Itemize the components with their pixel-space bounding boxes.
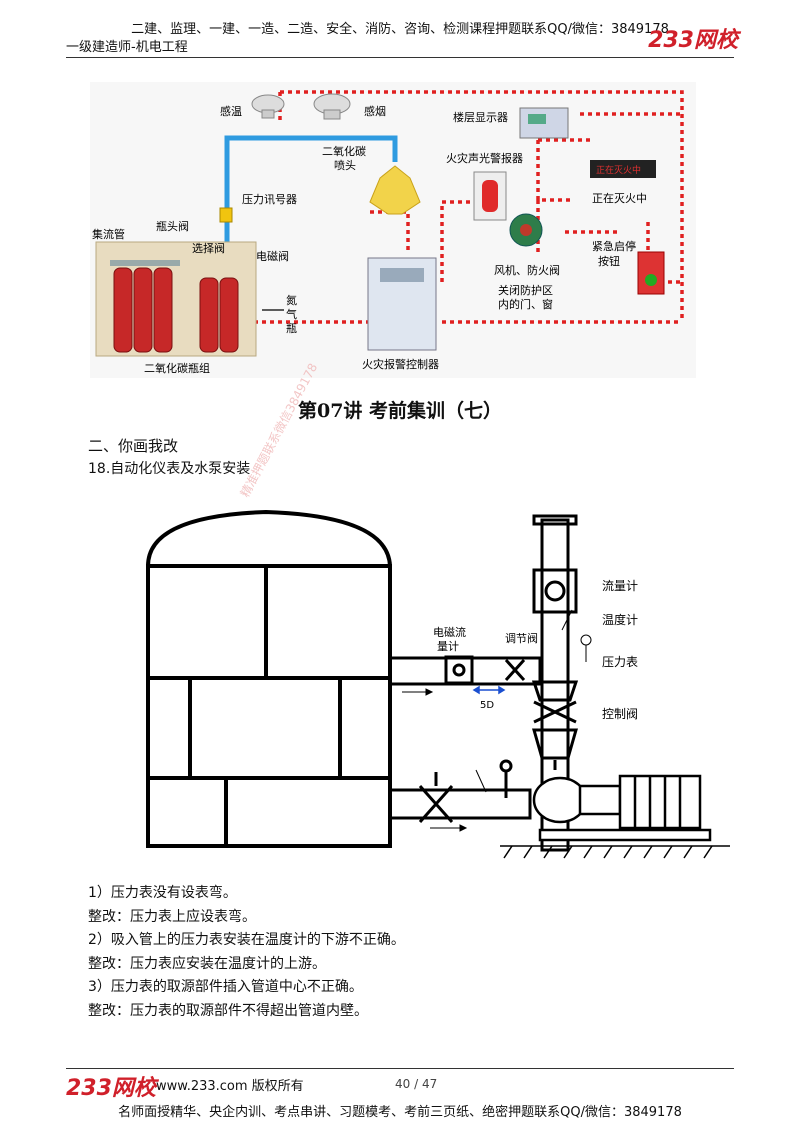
label-controller: 火灾报警控制器 [362,357,439,371]
label-bottle-valve: 瓶头阀 [156,219,189,233]
label-solenoid: 电磁阀 [256,249,289,263]
watermark: 精准押题联系微信3849178 [237,360,321,500]
extinguishing-sign [590,160,656,178]
answer-line: 2）吸入管上的压力表安装在温度计的下游不正确。 [88,932,405,948]
pressure-gauge-icon [580,634,592,646]
label-fan: 风机、防火阀 [494,263,560,277]
label-smoke: 感烟 [364,104,386,118]
five-d-marker [472,685,506,695]
pump-installation-diagram: 5D 电磁流 量计 调节阀 流量计 温度计 压力表 控制阀 [146,509,730,859]
label-nozzle-2: 喷头 [334,159,356,172]
section-heading: 二、你画我改 [88,437,179,455]
tank [146,509,392,848]
page-number: 40 / 47 [395,1077,438,1091]
header-banner: 二建、监理、一建、一造、二造、安全、消防、咨询、检测课程押题联系QQ/微信：38… [131,22,669,37]
label-doors-2: 内的门、窗 [498,297,553,311]
label-nitrogen-2: 气 [286,307,297,321]
discharge-pipe [388,514,579,852]
footer-copyright: www.233.com 版权所有 [156,1079,304,1094]
label-heat: 感温 [220,105,242,118]
label-manifold: 集流管 [92,227,125,241]
footer-banner: 名师面授精华、央企内训、考点串讲、习题模考、考前三页纸、绝密押题联系QQ/微信：… [118,1105,682,1120]
label-bottle-group: 二氧化碳瓶组 [144,361,210,375]
manifold-pipe [110,260,180,266]
label-em-flow-2: 量计 [437,640,459,653]
label-nitrogen-1: 氮 [286,293,297,307]
footer-rule [66,1068,734,1069]
answer-line: 整改：压力表的取源部件不得超出管道内壁。 [88,1002,368,1019]
heat-detector [251,94,285,119]
item-heading: 18.自动化仪表及水泵安装 [88,461,251,477]
pump-installation-figure: 5D 电磁流 量计 调节阀 流量计 温度计 压力表 控制阀 [140,500,730,875]
discharge-cloud-icon [369,165,421,215]
emergency-button-icon [637,251,665,295]
label-thermometer: 温度计 [602,612,638,627]
answer-list: 1）压力表没有设表弯。 整改：压力表上应设表弯。 2）吸入管上的压力表安装在温度… [88,882,405,1023]
header-subject: 一级建造师-机电工程 [66,40,188,55]
label-emergency-1: 紧急启停 [592,239,636,253]
foundation [500,845,730,859]
label-alarm: 火灾声光警报器 [446,151,523,165]
label-pressure-switch: 压力讯号器 [242,193,297,206]
label-em-flow-1: 电磁流 [433,625,466,639]
label-reg-valve: 调节阀 [505,631,538,645]
label-nitrogen-3: 瓶 [286,321,297,335]
header-rule [66,57,734,58]
label-5d: 5D [480,700,494,711]
alarm-wiring [208,90,684,324]
pressure-switch-icon [219,207,233,223]
smoke-detector [313,93,351,120]
co2-pipe [224,135,398,272]
label-control-valve: 控制阀 [602,707,638,721]
flow-arrows [402,688,468,832]
suction-pipe [388,759,532,823]
lecture-title: 第07讲 考前集训（七） [297,400,503,422]
label-pressure: 压力表 [602,655,638,669]
label-emergency-2: 按钮 [598,254,620,268]
label-nozzle-1: 二氧化碳 [322,144,366,158]
sign-text: 正在灭火中 [596,164,641,176]
footer-logo: 233网校 [66,1076,156,1101]
answer-line: 整改：压力表应安装在温度计的上游。 [88,955,326,972]
co2-system-diagram: 感温 感烟 楼层显示器 二氧化碳 喷头 火灾声光警报器 正在灭火中 正在灭火中 … [92,90,684,375]
label-flowmeter: 流量计 [602,579,638,593]
co2-cylinders [113,267,239,353]
answer-line: 1）压力表没有设表弯。 [88,885,237,901]
label-extinguishing: 正在灭火中 [592,192,647,205]
label-doors-1: 关闭防护区 [498,283,553,297]
label-selector: 选择阀 [192,241,225,255]
pump-motor [532,774,712,842]
header-logo: 233网校 [648,28,738,53]
label-floor-display: 楼层显示器 [453,110,508,124]
answer-line: 3）压力表的取源部件插入管道中心不正确。 [88,979,363,995]
answer-line: 整改：压力表上应设表弯。 [88,908,256,925]
co2-system-figure: 感温 感烟 楼层显示器 二氧化碳 喷头 火灾声光警报器 正在灭火中 正在灭火中 … [90,82,696,378]
